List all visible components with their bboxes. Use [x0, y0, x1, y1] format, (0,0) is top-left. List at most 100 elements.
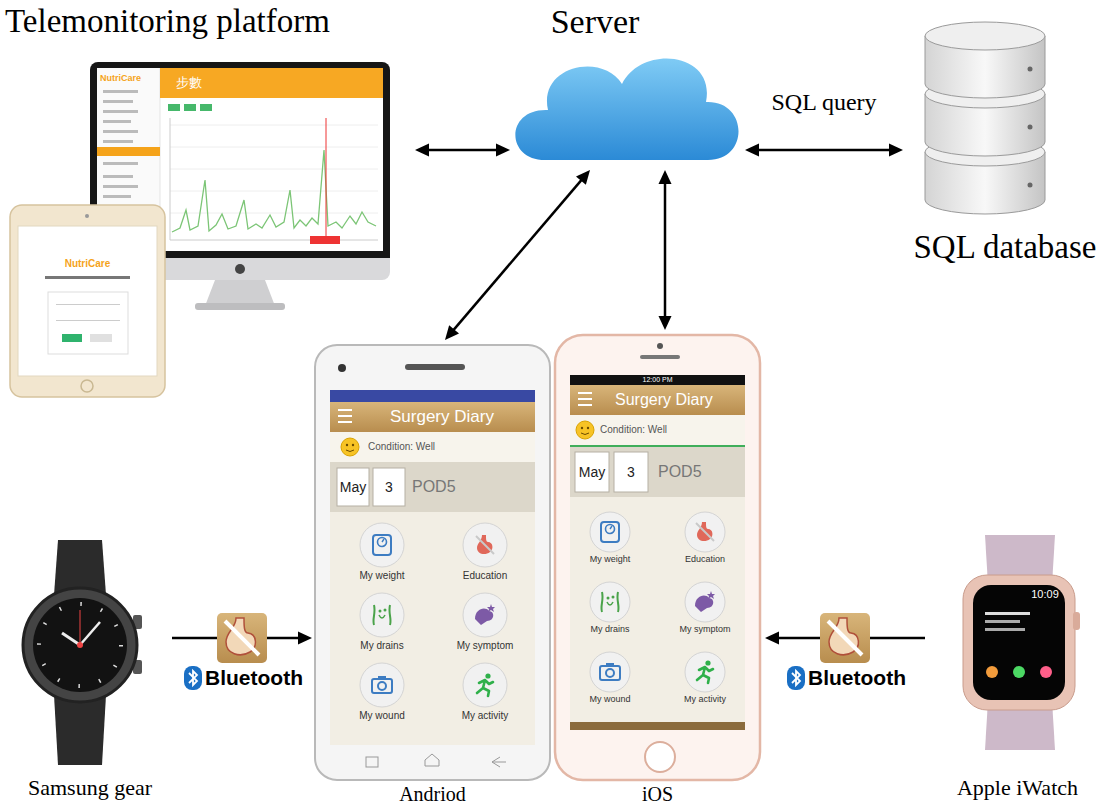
menu-label: My weight: [565, 554, 655, 565]
monitor: [170, 191, 378, 192]
monitor: [170, 213, 378, 214]
iphone: [570, 375, 745, 385]
monitor: [235, 264, 245, 274]
iphone: [570, 722, 745, 730]
connector: [659, 170, 672, 330]
monitor: [326, 118, 327, 238]
database-cylinder: [1028, 183, 1033, 188]
app-icon: [820, 613, 870, 663]
connector-line: [452, 178, 583, 331]
android-phone: [476, 535, 494, 554]
iphone: [590, 512, 725, 692]
device-label: Andriod: [315, 782, 550, 806]
apple-watch: [986, 666, 998, 678]
iphone: [570, 385, 745, 415]
screen-logo: NutriCare: [60, 258, 115, 270]
date-box-text: 3: [373, 479, 405, 496]
menu-label: My wound: [332, 710, 432, 722]
android-phone: [338, 409, 352, 411]
android-phone: [373, 605, 390, 625]
samsung-gear-watch: [62, 633, 80, 645]
monitor: [205, 280, 275, 306]
iphone: [590, 652, 630, 692]
iphone: [685, 512, 725, 552]
iphone: [570, 447, 745, 497]
app-title: Surgery Diary: [615, 390, 740, 409]
menu-label: My symptom: [435, 640, 535, 652]
tablet: [18, 226, 157, 376]
group-title: Telemonitoring platform: [5, 2, 390, 42]
arrowhead: [889, 144, 903, 157]
iphone: [685, 582, 725, 622]
tablet: [45, 276, 130, 279]
monitor: [103, 185, 138, 188]
iphone: [578, 404, 592, 406]
date-box-text: May: [575, 464, 609, 481]
monitor: [170, 169, 378, 170]
android-phone: [373, 468, 405, 506]
android-phone: [425, 754, 439, 766]
samsung-gear-watch: [33, 598, 127, 692]
android-phone: [315, 345, 550, 780]
screen-logo: NutriCare: [100, 73, 158, 84]
android-phone: [338, 415, 352, 417]
connector-line: [426, 149, 499, 152]
database-node: SQL database: [905, 20, 1105, 285]
samsung-node: Samsung gear: [10, 535, 170, 807]
arrowhead: [496, 144, 510, 157]
tablet: [56, 320, 120, 321]
apple-watch: [973, 585, 1065, 700]
monitor: [170, 125, 378, 126]
iphone: [600, 663, 620, 680]
edge-label: Bluetooth: [808, 665, 906, 690]
device-label: Apple iWatch: [930, 775, 1105, 801]
iphone: [578, 392, 592, 394]
android-phone: [360, 593, 404, 637]
status-text: Condition: Well: [600, 424, 750, 436]
iphone: [581, 427, 583, 429]
samsung-gear-watch: [54, 695, 106, 765]
app-title: Surgery Diary: [390, 407, 530, 427]
samsung-gear-watch: [39, 604, 121, 686]
ios-node: 12:00 PMSurgery DiaryCondition: WellMay3…: [555, 335, 760, 807]
monitor: [103, 100, 133, 103]
android-phone: [338, 421, 352, 423]
android-phone: [330, 462, 535, 512]
android-phone: [372, 676, 392, 693]
apple-watch: [985, 628, 1025, 631]
apple-watch: [1013, 666, 1025, 678]
apple-watch-node: 10:09Apple iWatch: [930, 530, 1105, 807]
database-cylinder: [1028, 67, 1033, 72]
iphone: [697, 660, 713, 683]
android-phone: [477, 673, 493, 696]
menu-label: My symptom: [660, 624, 750, 635]
arrowhead: [298, 632, 312, 645]
android-phone: [346, 444, 348, 446]
iphone: [601, 592, 618, 612]
android-phone: [330, 402, 535, 432]
platform-node: Telemonitoring platform: [5, 0, 395, 400]
watch-time: 10:09: [1025, 588, 1065, 601]
arrowhead: [445, 325, 459, 340]
monitor: [103, 175, 133, 178]
tablet: [85, 214, 89, 218]
android-phone: [360, 523, 404, 567]
android-phone: [346, 450, 354, 452]
iphone: [578, 398, 592, 400]
monitor: [168, 104, 180, 111]
iphone: [695, 591, 715, 612]
monitor: [200, 104, 212, 111]
android-phone: [330, 390, 535, 745]
bluetooth-logo: [184, 666, 202, 690]
samsung-gear-watch: [80, 610, 81, 645]
connector: [415, 144, 510, 157]
samsung-gear-watch: [23, 588, 137, 702]
monitor: [170, 240, 378, 241]
database-cylinder: [925, 22, 1045, 50]
android-phone: [337, 468, 369, 506]
tablet: [56, 304, 120, 305]
android-phone: [360, 663, 404, 707]
tablet: [90, 334, 112, 342]
tablet: [48, 292, 128, 354]
android-phone: [463, 523, 507, 567]
